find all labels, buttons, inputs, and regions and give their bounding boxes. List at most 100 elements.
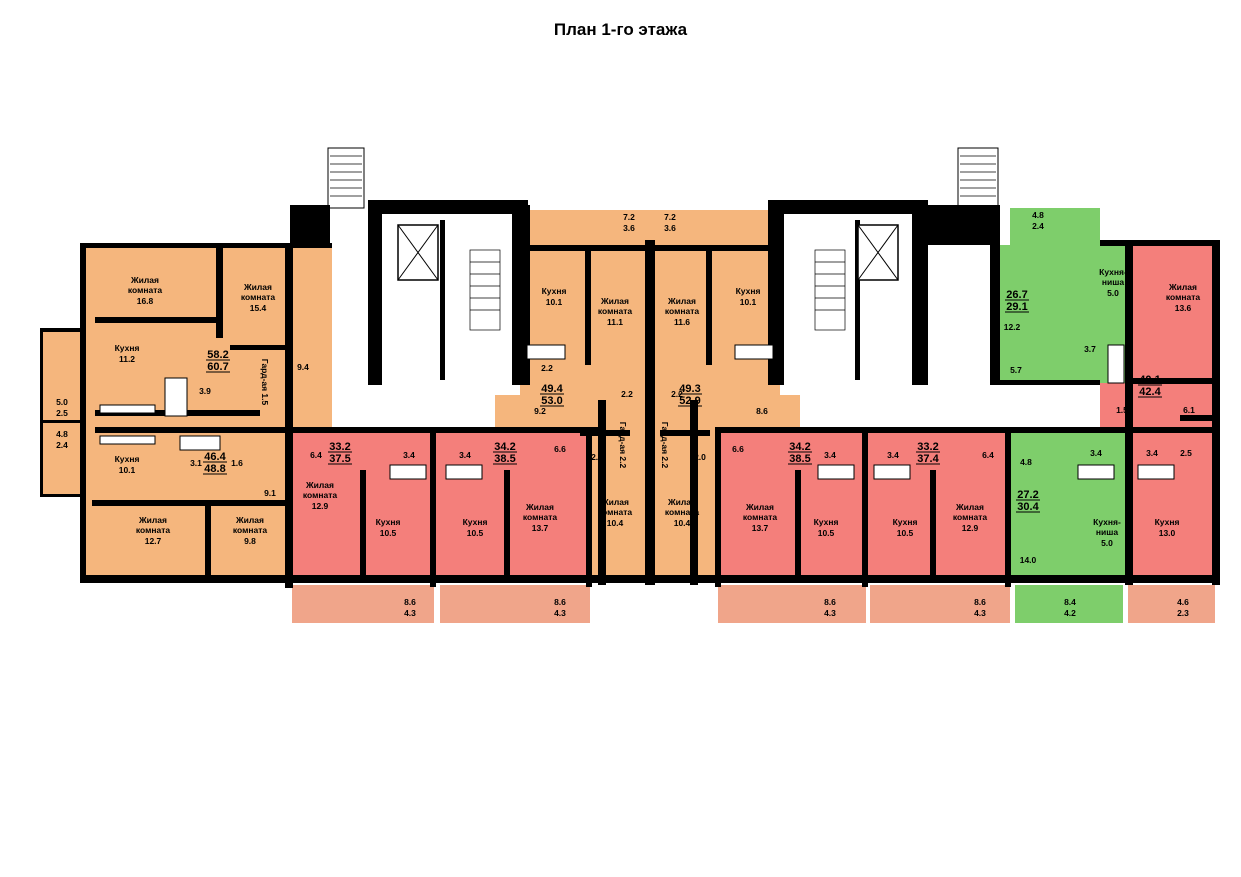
room-room-2-area: 15.4 bbox=[250, 303, 267, 313]
area-label-5: 9.1 bbox=[264, 488, 276, 498]
apartment-a2-total: 48.8 bbox=[204, 463, 225, 475]
fixtures bbox=[99, 344, 1175, 480]
balcony-7-reduced: 4.3 bbox=[554, 608, 566, 618]
balcony-2-reduced: 2.4 bbox=[56, 440, 68, 450]
interior-stairs bbox=[469, 249, 846, 331]
area-label-18: 3.4 bbox=[824, 450, 836, 460]
apartment-a7-living: 34.2 bbox=[789, 441, 810, 453]
room-room-22-label2: комната bbox=[1166, 292, 1201, 302]
room-room-5-label2: комната bbox=[136, 525, 171, 535]
apartment-a6-total: 38.5 bbox=[494, 453, 515, 465]
entrance-stairs-right bbox=[957, 147, 999, 209]
room-kitchen-7-label: Кухня bbox=[542, 286, 567, 296]
apartment-a3-total: 53.0 bbox=[541, 395, 562, 407]
area-label-11: 2.0 bbox=[694, 452, 706, 462]
area-label-16: 6.6 bbox=[554, 444, 566, 454]
room-room-22-label: Жилая bbox=[1168, 282, 1197, 292]
room-kitchen-19-label: Кухня bbox=[893, 517, 918, 527]
room-room-16-label: Жилая bbox=[525, 502, 554, 512]
area-label-9: 9.2 bbox=[534, 406, 546, 416]
area-label-26: 4.8 bbox=[1020, 457, 1032, 467]
room-room-17-label2: комната bbox=[743, 512, 778, 522]
area-label-23: 5.7 bbox=[1010, 365, 1022, 375]
wardrobe-3: Гард-ая 2.2 bbox=[660, 422, 670, 469]
area-label-20: 6.4 bbox=[982, 450, 994, 460]
room-room-13-label: Жилая bbox=[305, 480, 334, 490]
room-room-20-label2: комната bbox=[953, 512, 988, 522]
room-room-9-area: 11.6 bbox=[674, 317, 690, 327]
apartment-a1-living: 58.2 bbox=[207, 349, 228, 361]
area-label-19: 3.4 bbox=[887, 450, 899, 460]
area-label-13: 6.4 bbox=[310, 450, 322, 460]
balcony-6-area: 8.6 bbox=[404, 597, 416, 607]
balcony-1-area: 5.0 bbox=[56, 397, 68, 407]
room-room-17-area: 13.7 bbox=[752, 523, 769, 533]
room-room-13-label2: комната bbox=[303, 490, 338, 500]
apartment-a4-total: 52.9 bbox=[679, 395, 700, 407]
room-kitchen-18-label: Кухня bbox=[814, 517, 839, 527]
apartment-a8-total: 37.4 bbox=[917, 453, 939, 465]
balcony-7-area: 8.6 bbox=[554, 597, 566, 607]
room-niche-23-area: 5.0 bbox=[1101, 538, 1113, 548]
balcony-10-area: 8.4 bbox=[1064, 597, 1076, 607]
room-kitchen-7-area: 10.1 bbox=[546, 297, 563, 307]
room-room-6-label2: комната bbox=[233, 525, 268, 535]
elevator-right bbox=[857, 224, 899, 281]
room-kitchen-24-area: 13.0 bbox=[1159, 528, 1176, 538]
balcony-10-reduced: 4.2 bbox=[1064, 608, 1076, 618]
room-niche-21-label: Кухня- bbox=[1099, 267, 1127, 277]
balcony-6-reduced: 4.3 bbox=[404, 608, 416, 618]
balcony-8-reduced: 4.3 bbox=[824, 608, 836, 618]
apartment-a11-total: 30.4 bbox=[1017, 501, 1039, 513]
room-kitchen-4-label: Кухня bbox=[115, 454, 140, 464]
apartment-a9-total: 29.1 bbox=[1006, 301, 1027, 313]
room-room-1-label: Жилая bbox=[130, 275, 159, 285]
room-kitchen-15-area: 10.5 bbox=[467, 528, 484, 538]
room-room-13-area: 12.9 bbox=[312, 501, 329, 511]
area-label-10: 2.0 bbox=[591, 452, 603, 462]
balcony-11-area: 4.6 bbox=[1177, 597, 1189, 607]
area-label-27: 3.4 bbox=[1090, 448, 1102, 458]
room-kitchen-10-label: Кухня bbox=[736, 286, 761, 296]
apartment-a4-living: 49.3 bbox=[679, 383, 700, 395]
room-room-12-label: Жилая bbox=[667, 497, 696, 507]
room-room-9-label2: комната bbox=[665, 306, 700, 316]
room-room-11-label: Жилая bbox=[600, 497, 629, 507]
room-room-16-label2: комната bbox=[523, 512, 558, 522]
room-room-16-area: 13.7 bbox=[532, 523, 549, 533]
page-title: План 1-го этажа bbox=[553, 20, 688, 39]
balcony-left-fill bbox=[42, 330, 82, 495]
elevator-left bbox=[397, 224, 439, 281]
room-room-1-area: 16.8 bbox=[137, 296, 154, 306]
room-kitchen-3-area: 11.2 bbox=[119, 354, 135, 364]
balcony-3-area: 7.2 bbox=[623, 212, 635, 222]
room-room-8-label2: комната bbox=[598, 306, 633, 316]
room-room-20-area: 12.9 bbox=[962, 523, 979, 533]
area-label-24: 1.5 bbox=[1116, 405, 1128, 415]
apartment-a11-fill bbox=[1008, 430, 1128, 575]
room-room-8-area: 11.1 bbox=[607, 317, 623, 327]
apartment-a2-living: 46.4 bbox=[204, 451, 226, 463]
balcony-8-area: 8.6 bbox=[824, 597, 836, 607]
room-room-12-area: 10.4 bbox=[674, 518, 691, 528]
room-room-5-label: Жилая bbox=[138, 515, 167, 525]
area-label-2: 3.9 bbox=[199, 386, 211, 396]
balcony-11-reduced: 2.3 bbox=[1177, 608, 1189, 618]
apartment-a1-fill bbox=[82, 245, 332, 430]
room-kitchen-18-area: 10.5 bbox=[818, 528, 835, 538]
area-label-29: 2.5 bbox=[1180, 448, 1192, 458]
room-kitchen-14-label: Кухня bbox=[376, 517, 401, 527]
balcony-2-area: 4.8 bbox=[56, 429, 68, 439]
room-kitchen-10-area: 10.1 bbox=[740, 297, 757, 307]
apartment-a10-total: 42.4 bbox=[1139, 386, 1161, 398]
room-room-2-label: Жилая bbox=[243, 282, 272, 292]
balcony-9-reduced: 4.3 bbox=[974, 608, 986, 618]
room-room-9-label: Жилая bbox=[667, 296, 696, 306]
balcony-1-reduced: 2.5 bbox=[56, 408, 68, 418]
room-kitchen-24-label: Кухня bbox=[1155, 517, 1180, 527]
area-label-6: 2.2 bbox=[541, 363, 553, 373]
room-room-5-area: 12.7 bbox=[145, 536, 162, 546]
room-kitchen-15-label: Кухня bbox=[463, 517, 488, 527]
room-room-12-label2: комната bbox=[665, 507, 700, 517]
